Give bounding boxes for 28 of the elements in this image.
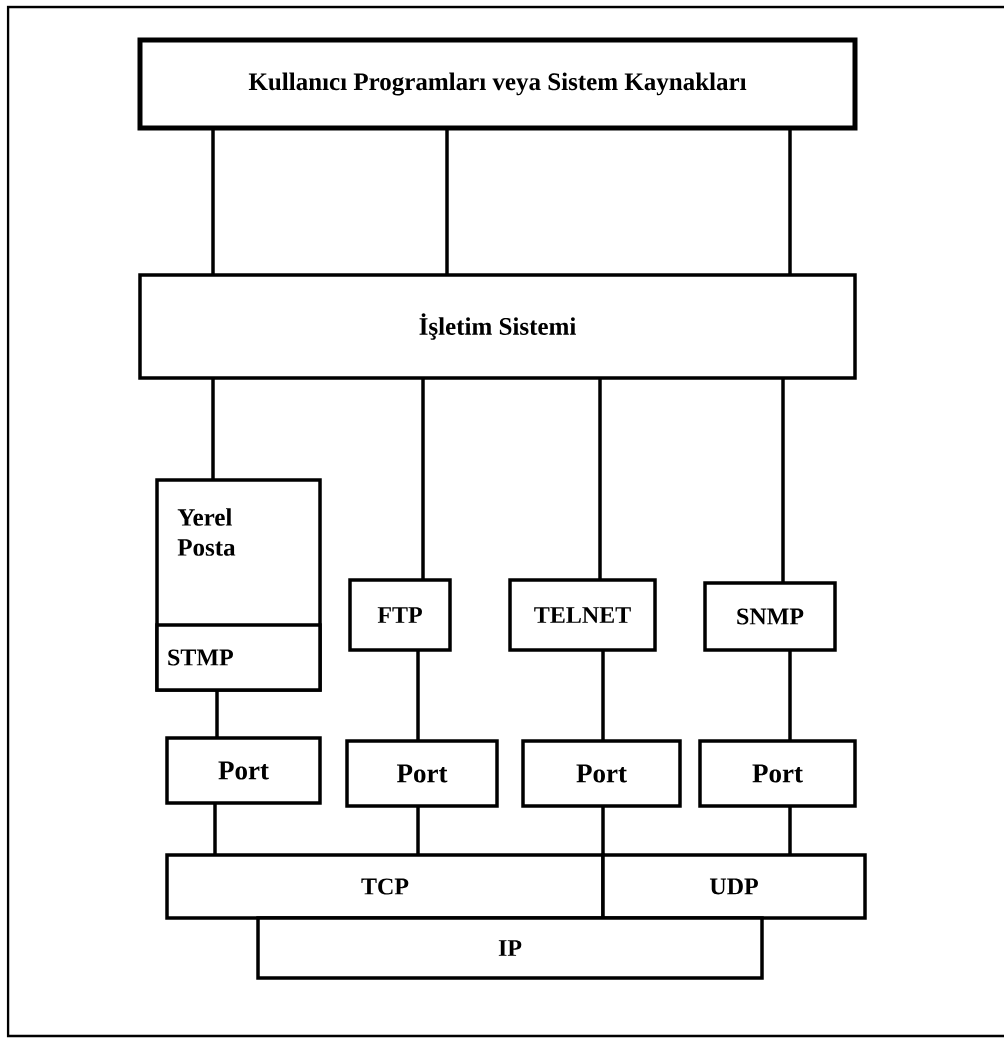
- layer-box: UDP: [601, 853, 867, 920]
- layer-box: Kullanıcı Programları veya Sistem Kaynakları: [137, 37, 858, 131]
- port-box: Port: [345, 739, 499, 808]
- layer-box: IP: [256, 916, 764, 980]
- port-box: Port: [165, 736, 322, 805]
- connector-line: [416, 806, 420, 855]
- connector-line: [598, 378, 602, 580]
- connector-line: [788, 128, 792, 275]
- protocol-box: TELNET: [508, 578, 657, 652]
- connector-line: [445, 128, 449, 275]
- connector-line: [601, 806, 605, 855]
- layer-box: İşletim Sistemi: [138, 273, 857, 380]
- connector-line: [211, 378, 215, 480]
- layer-box: TCP: [165, 853, 605, 920]
- connector-line: [421, 378, 425, 580]
- connector-line: [213, 803, 217, 855]
- connector-line: [416, 650, 420, 741]
- port-box: Port: [521, 739, 682, 808]
- connector-line: [788, 806, 792, 855]
- protocol-box: STMP: [155, 623, 322, 692]
- protocol-box: SNMP: [703, 581, 837, 652]
- protocol-box: FTP: [348, 578, 452, 652]
- connector-line: [601, 650, 605, 741]
- connector-line: [788, 650, 792, 741]
- port-box: Port: [698, 739, 857, 808]
- connector-line: [215, 690, 219, 738]
- connector-line: [211, 128, 215, 275]
- connector-line: [781, 378, 785, 583]
